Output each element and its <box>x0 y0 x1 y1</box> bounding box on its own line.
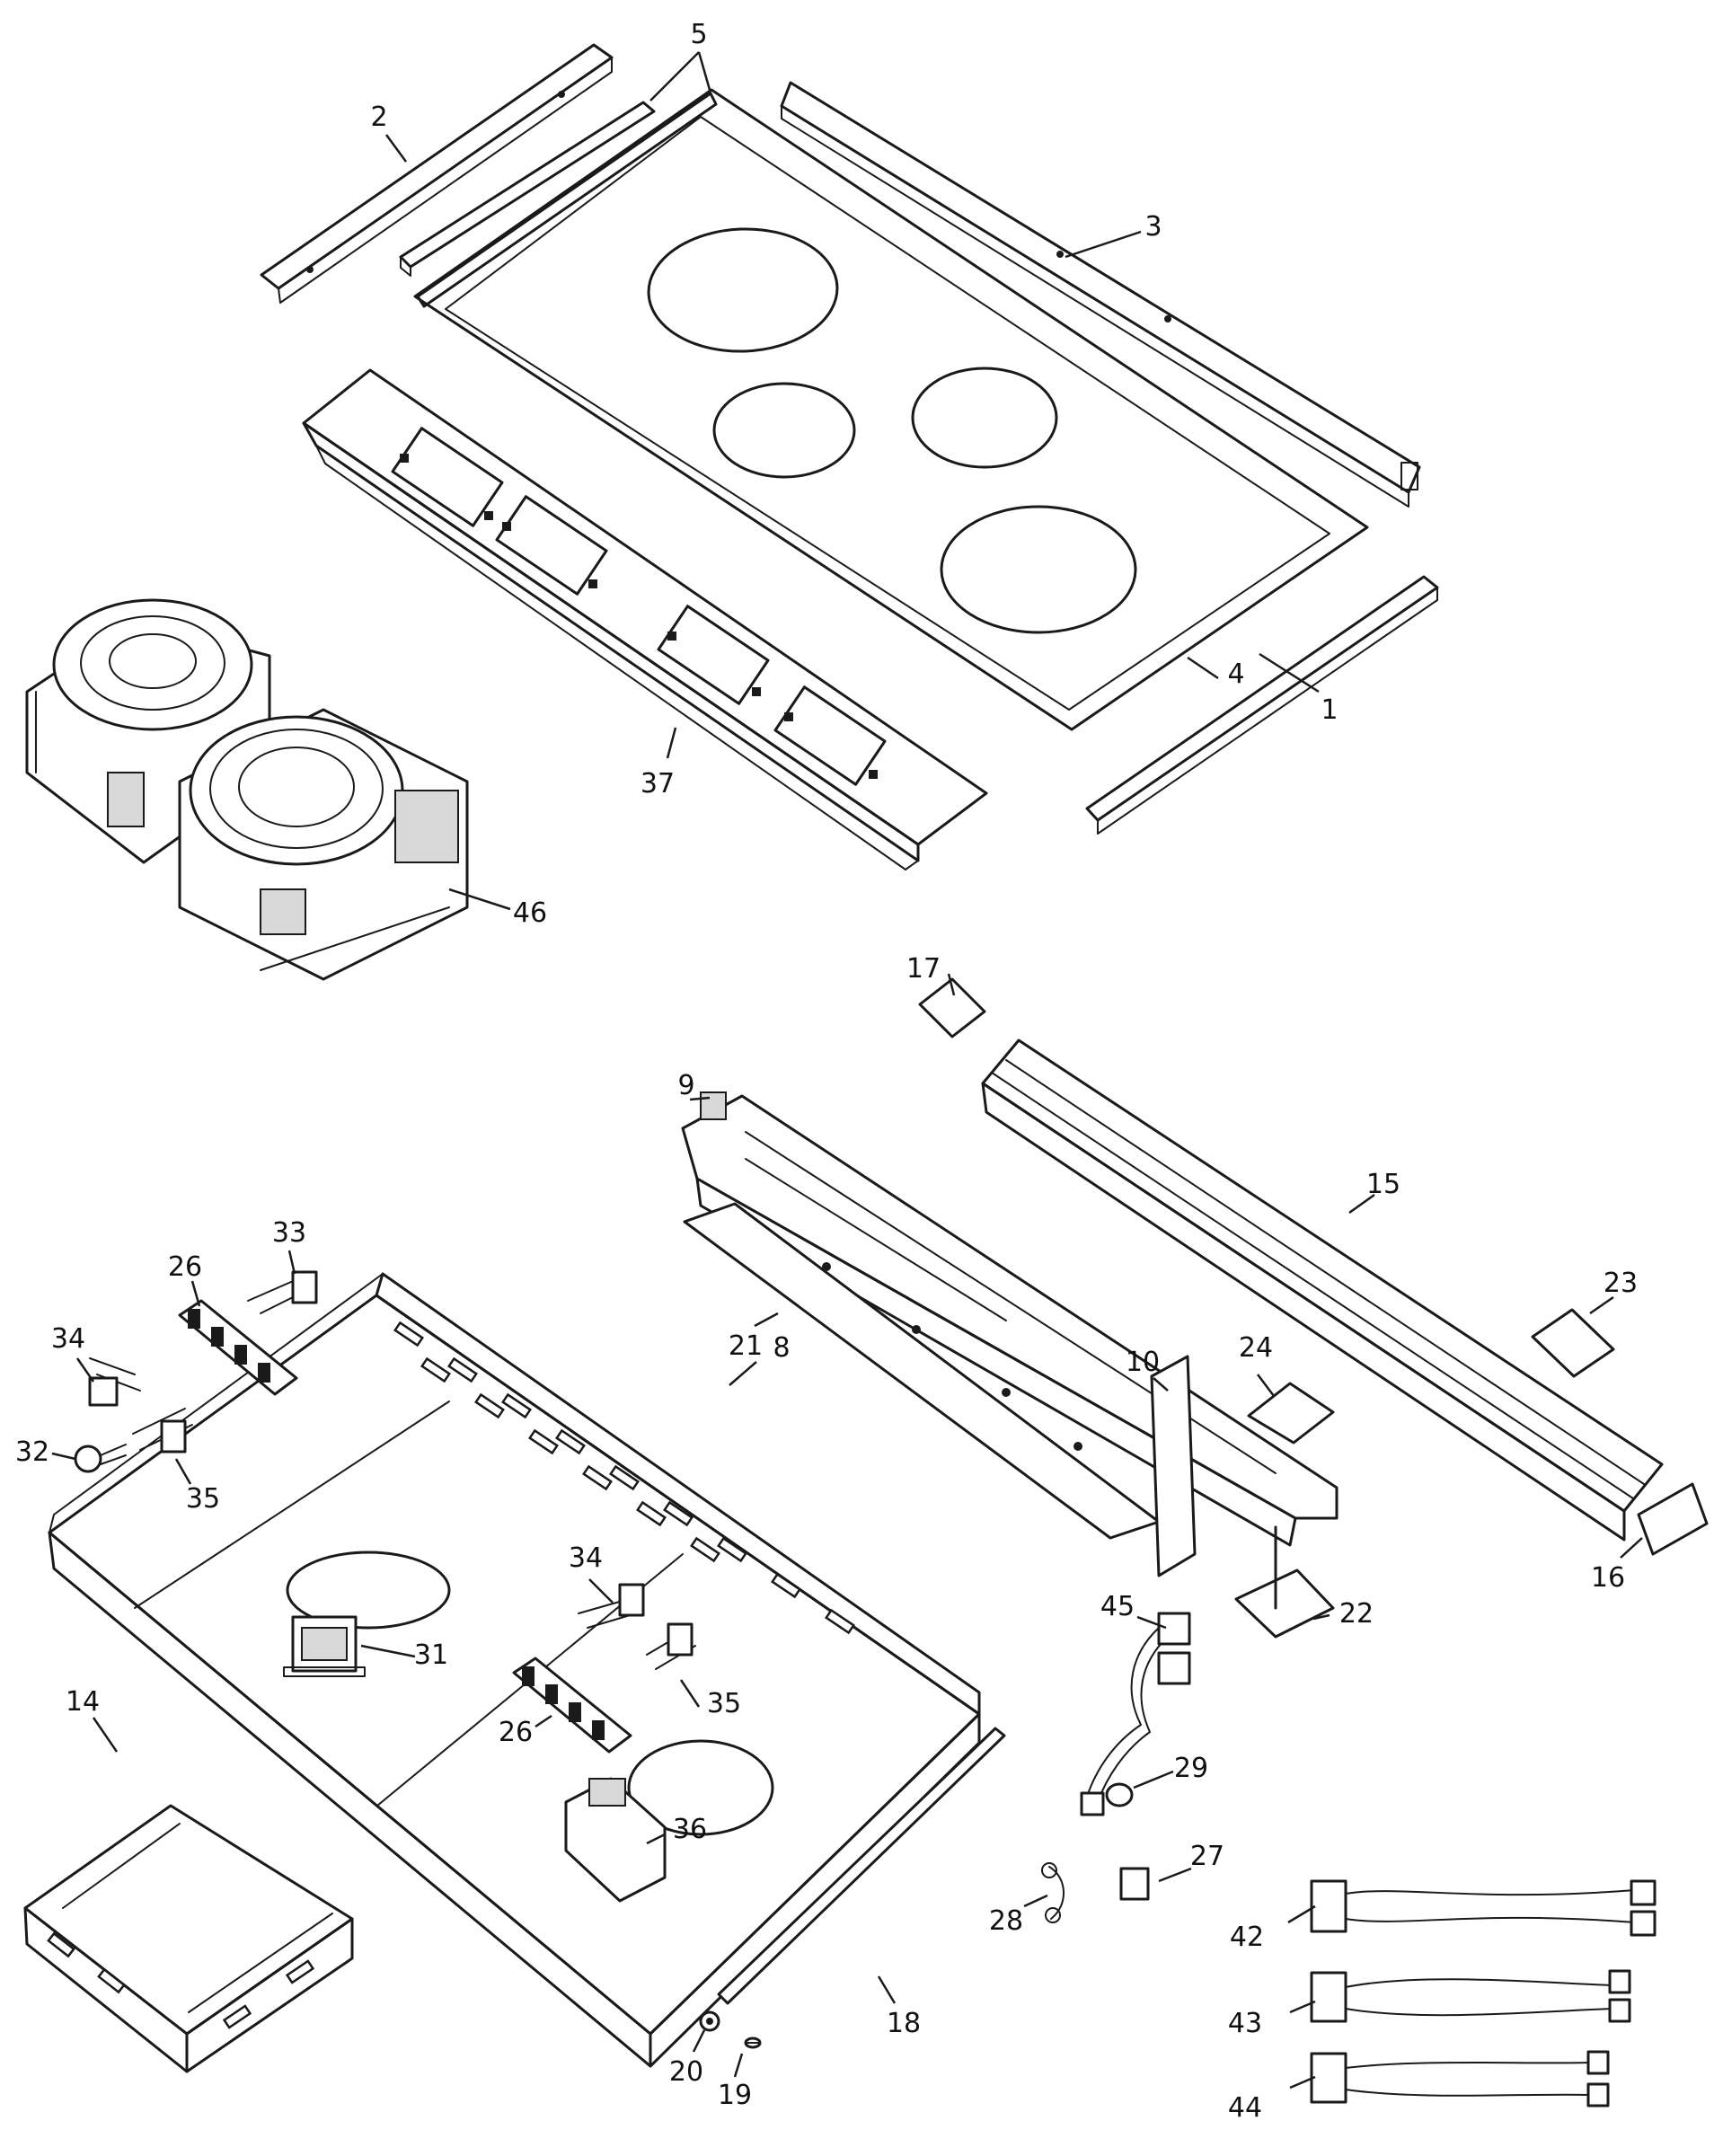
leader-lines <box>51 51 1643 2090</box>
rail-18 <box>717 1727 1006 2005</box>
callout-26: 26 <box>168 1251 202 1283</box>
wire-set-42 <box>1310 1879 1657 1937</box>
callout-23: 23 <box>1604 1268 1638 1299</box>
screw-19 <box>744 2037 762 2049</box>
callout-17: 17 <box>906 953 941 985</box>
callout-2: 2 <box>370 102 387 133</box>
wire-lead-35-upper <box>132 1408 193 1454</box>
vent-rail-15 <box>981 1038 1664 1542</box>
end-cap-17 <box>918 977 986 1038</box>
callout-9: 9 <box>677 1070 694 1101</box>
callout-22: 22 <box>1339 1598 1374 1630</box>
callout-27: 27 <box>1190 1841 1224 1872</box>
plate-24 <box>1247 1382 1335 1445</box>
wire-lead-35-lower <box>646 1622 696 1670</box>
bottom-pan-part <box>48 1272 981 2068</box>
callout-34: 34 <box>51 1323 85 1355</box>
vent-slots <box>393 1321 855 1635</box>
callout-21: 21 <box>729 1330 763 1362</box>
callout-42: 42 <box>1230 1922 1264 1953</box>
callout-20: 20 <box>669 2056 703 2088</box>
trim-strip-5b <box>416 92 718 308</box>
trim-strip-5a <box>399 101 656 277</box>
switch-27 <box>1119 1867 1150 1901</box>
callout-26: 26 <box>499 1717 533 1748</box>
callout-14: 14 <box>66 1686 100 1718</box>
callout-35: 35 <box>186 1483 220 1515</box>
callout-44: 44 <box>1228 2092 1262 2124</box>
screw-20 <box>699 2010 720 2032</box>
wire-lead-34-lower <box>578 1583 645 1629</box>
callout-4: 4 <box>1227 658 1244 690</box>
clip-29 <box>1105 1782 1134 1807</box>
control-board-36 <box>564 1777 667 1903</box>
transformer-31 <box>283 1615 366 1677</box>
callout-31: 31 <box>414 1639 448 1671</box>
bracket-10 <box>1150 1355 1197 1577</box>
terminal-block-26-upper <box>178 1299 298 1396</box>
callout-10: 10 <box>1126 1347 1160 1378</box>
storage-tray-14 <box>23 1804 354 2073</box>
cooktop-glass-part <box>413 88 1369 731</box>
callout-36: 36 <box>673 1814 707 1845</box>
terminal-block-26-lower <box>512 1657 632 1754</box>
callout-labels: 1 2 3 4 5 8 9 10 14 15 16 17 18 19 20 21… <box>15 19 1638 2124</box>
callout-18: 18 <box>887 2008 921 2039</box>
callout-19: 19 <box>718 2080 752 2111</box>
trim-strip-2 <box>260 43 614 304</box>
heating-element-assembly <box>25 598 469 981</box>
callout-15: 15 <box>1366 1169 1400 1200</box>
callout-33: 33 <box>272 1217 306 1249</box>
wire-lead-34-upper <box>88 1357 141 1407</box>
connector-28 <box>1041 1862 1065 1923</box>
callout-32: 32 <box>15 1436 49 1468</box>
control-panel-part <box>302 368 988 870</box>
wire-lead-33 <box>247 1270 318 1314</box>
callout-1: 1 <box>1321 694 1338 726</box>
callout-16: 16 <box>1591 1562 1625 1594</box>
callout-5: 5 <box>690 19 707 50</box>
wire-harness-45 <box>1080 1612 1191 1816</box>
bracket-22 <box>1234 1525 1335 1639</box>
bracket-9 <box>700 1091 727 1120</box>
trim-strip-3 <box>780 81 1421 508</box>
callout-8: 8 <box>773 1332 790 1364</box>
callout-35: 35 <box>707 1688 741 1719</box>
wire-set-43 <box>1310 1969 1631 2023</box>
callout-29: 29 <box>1174 1753 1208 1784</box>
callout-24: 24 <box>1239 1332 1273 1364</box>
callout-37: 37 <box>641 768 675 800</box>
end-cap-16 <box>1637 1482 1709 1556</box>
callout-43: 43 <box>1228 2008 1262 2039</box>
wire-set-44 <box>1310 2050 1610 2107</box>
callout-28: 28 <box>989 1905 1023 1937</box>
rear-panel-21 <box>681 1094 1339 1547</box>
callout-46: 46 <box>513 897 547 929</box>
plate-23 <box>1531 1308 1615 1378</box>
front-trim-1 <box>1085 575 1439 835</box>
callout-3: 3 <box>1144 211 1162 243</box>
callout-45: 45 <box>1100 1591 1135 1622</box>
callout-34: 34 <box>569 1542 603 1574</box>
